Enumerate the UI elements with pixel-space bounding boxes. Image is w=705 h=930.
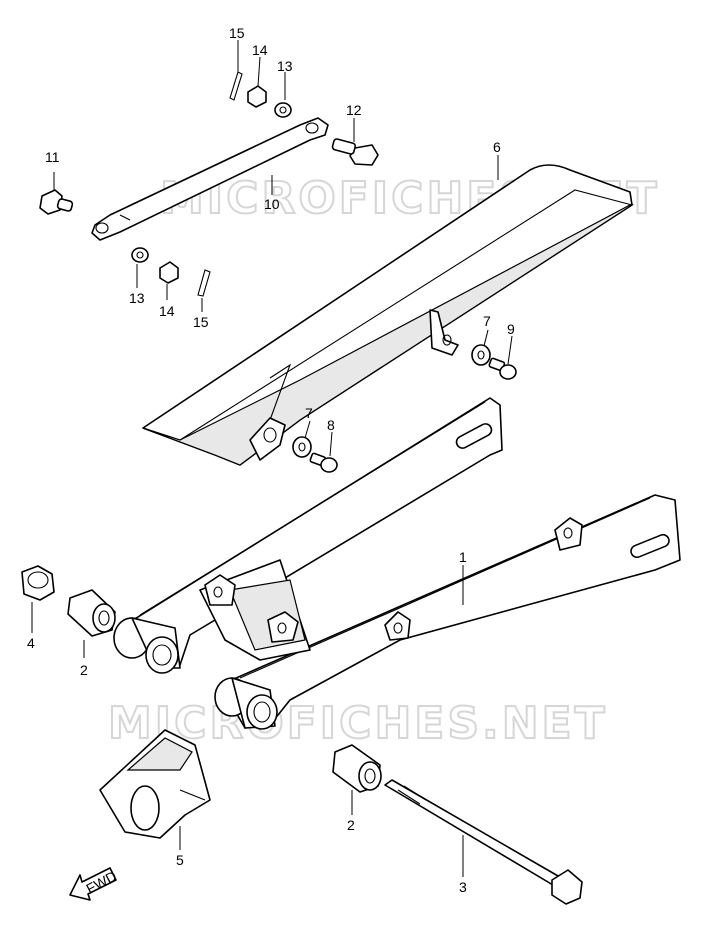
callout-13-lower: 13 bbox=[129, 290, 145, 306]
callout-1: 1 bbox=[459, 549, 467, 565]
bolt-11-part bbox=[39, 189, 74, 215]
bolt-8-part bbox=[309, 452, 338, 473]
bolt-12-part bbox=[331, 138, 379, 166]
callout-15-upper: 15 bbox=[229, 25, 245, 41]
nut-4-part bbox=[21, 565, 55, 601]
axle-bolt-3-part bbox=[384, 779, 583, 905]
bolt-9-part bbox=[488, 357, 517, 380]
callout-7-left: 7 bbox=[305, 405, 313, 421]
callout-11: 11 bbox=[45, 149, 60, 165]
callout-13-upper: 13 bbox=[277, 58, 293, 74]
nut-14-top bbox=[247, 85, 267, 108]
block-5-part bbox=[99, 729, 211, 839]
callout-4: 4 bbox=[27, 635, 35, 651]
watermark-bottom: MICROFICHES.NET bbox=[108, 698, 608, 749]
cotter-pin-15-bottom bbox=[197, 269, 211, 297]
bushing-2-bottom-part bbox=[332, 744, 382, 793]
torque-link-part bbox=[91, 117, 329, 241]
cotter-pin-15-top bbox=[229, 71, 243, 101]
callout-3: 3 bbox=[459, 879, 467, 895]
chain-case-part bbox=[142, 164, 635, 466]
washer-13-bottom bbox=[131, 247, 149, 263]
fwd-arrow: FWD bbox=[69, 867, 119, 901]
callout-12: 12 bbox=[346, 102, 362, 118]
bushing-2-top-part bbox=[67, 589, 116, 637]
callout-2-lower: 2 bbox=[347, 817, 355, 833]
washer-13-top bbox=[274, 102, 292, 118]
callout-8: 8 bbox=[327, 417, 335, 433]
nut-14-bottom bbox=[159, 261, 179, 284]
callout-14-upper: 14 bbox=[252, 42, 268, 58]
callout-5: 5 bbox=[176, 852, 184, 868]
callout-14-lower: 14 bbox=[159, 303, 175, 319]
callout-9: 9 bbox=[507, 321, 515, 337]
callout-2-upper: 2 bbox=[80, 662, 88, 678]
washer-7-right bbox=[471, 344, 491, 366]
callout-15-lower: 15 bbox=[193, 314, 209, 330]
washer-7-left bbox=[292, 436, 312, 458]
callout-6: 6 bbox=[493, 139, 501, 155]
swingarm-part bbox=[113, 397, 681, 730]
callout-10: 10 bbox=[264, 196, 280, 212]
callout-7-right: 7 bbox=[483, 313, 491, 329]
